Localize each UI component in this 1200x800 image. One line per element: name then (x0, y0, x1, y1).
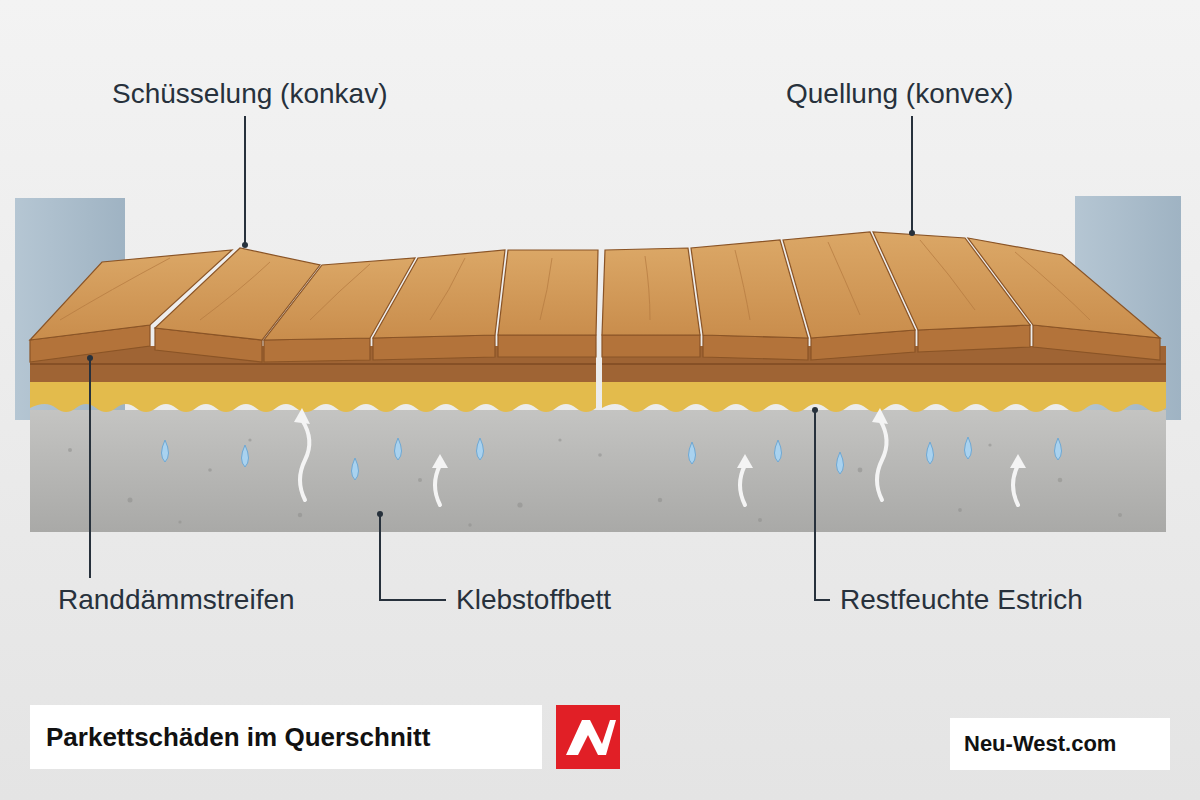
title-banner: Parkettschäden im Querschnitt (30, 705, 542, 769)
site-name: Neu-West.com (950, 718, 1130, 770)
site-banner: Neu-West.com (950, 718, 1170, 770)
callout-label: Klebstoffbett (456, 584, 611, 616)
callout-label: Randdämmstreifen (58, 584, 295, 616)
callout-label: Quellung (konvex) (786, 78, 1013, 110)
callout-label: Restfeuchte Estrich (840, 584, 1083, 616)
callout-label: Schüsselung (konkav) (112, 78, 387, 110)
title-text: Parkettschäden im Querschnitt (30, 705, 446, 769)
